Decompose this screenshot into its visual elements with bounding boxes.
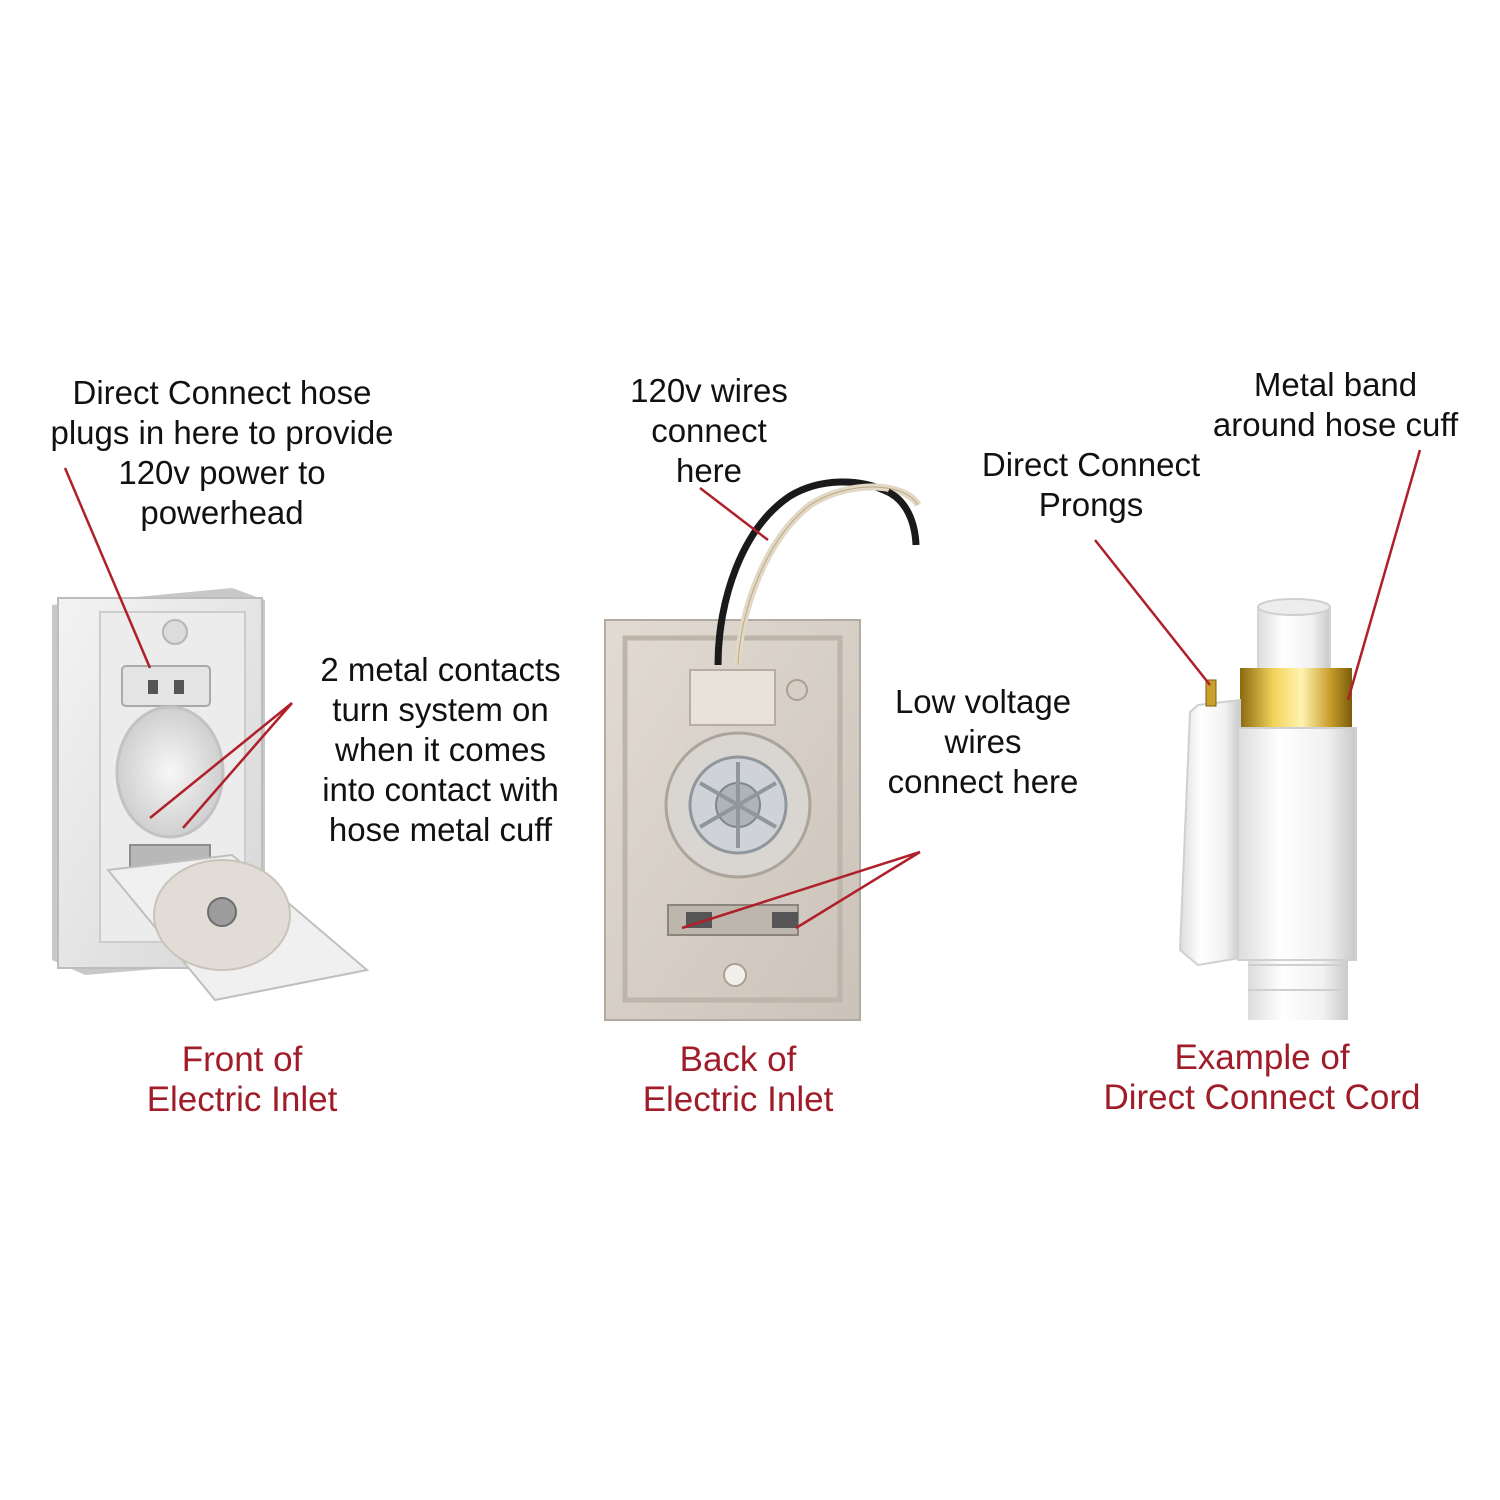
label-line: wires: [944, 723, 1022, 760]
label-line: Direct Connect hose: [72, 374, 372, 411]
label-line: connect: [651, 412, 767, 449]
callout-line-contact-2: [182, 702, 293, 829]
front-inlet-illustration: [52, 588, 370, 1002]
caption-cord: Example of Direct Connect Cord: [1072, 1038, 1452, 1118]
screw-hole-icon: [162, 619, 188, 645]
caption-line: Direct Connect Cord: [1103, 1078, 1421, 1117]
caption-front: Front of Electric Inlet: [122, 1040, 362, 1120]
callout-line-front-hose: [63, 467, 152, 669]
screw-hole-icon: [786, 679, 808, 701]
label-line: Prongs: [1038, 486, 1144, 523]
label-line: Low voltage: [894, 683, 1072, 720]
label-line: when it comes: [335, 731, 546, 768]
metal-band: [1240, 668, 1352, 728]
wire-120v: [886, 488, 920, 546]
label-line: plugs in here to provide: [50, 414, 394, 451]
label-metal-band: Metal band around hose cuff: [1183, 365, 1488, 445]
label-line: connect here: [887, 763, 1079, 800]
direct-connect-cord-illustration: [1178, 598, 1357, 1020]
label-line: here: [675, 452, 743, 489]
callout-line-contact-1: [149, 702, 293, 819]
callout-lines: [63, 449, 1422, 930]
screw-hole-icon: [723, 963, 747, 987]
label-line: turn system on: [332, 691, 549, 728]
direct-connect-prongs: [1205, 679, 1217, 707]
callout-line-120v: [699, 487, 769, 541]
label-line: Metal band: [1253, 366, 1418, 403]
callout-line-low-voltage-2: [795, 850, 921, 930]
label-front-hose: Direct Connect hose plugs in here to pro…: [12, 373, 432, 533]
label-120v-wires: 120v wires connect here: [598, 371, 820, 491]
callout-line-metal-band: [1346, 449, 1422, 701]
power-receptacle: [121, 665, 211, 707]
label-line: 2 metal contacts: [320, 651, 561, 688]
label-line: hose metal cuff: [328, 811, 553, 848]
hose-port: [115, 705, 225, 839]
caption-line: Electric Inlet: [642, 1080, 834, 1119]
label-prongs: Direct Connect Prongs: [955, 445, 1227, 525]
label-line: into contact with: [322, 771, 559, 808]
callout-line-prongs: [1094, 539, 1211, 686]
back-inlet-illustration: [604, 478, 922, 1021]
label-line: around hose cuff: [1212, 406, 1459, 443]
callout-line-low-voltage-1: [681, 850, 921, 930]
caption-line: Example of: [1174, 1038, 1350, 1077]
caption-line: Back of: [679, 1040, 797, 1079]
caption-back: Back of Electric Inlet: [618, 1040, 858, 1120]
label-line: powerhead: [140, 494, 304, 531]
label-line: 120v wires: [630, 372, 788, 409]
label-line: Direct Connect: [981, 446, 1201, 483]
label-line: 120v power to: [118, 454, 326, 491]
label-metal-contacts: 2 metal contacts turn system on when it …: [288, 650, 593, 850]
caption-line: Front of: [181, 1040, 303, 1079]
label-low-voltage: Low voltage wires connect here: [862, 682, 1104, 802]
caption-line: Electric Inlet: [146, 1080, 338, 1119]
